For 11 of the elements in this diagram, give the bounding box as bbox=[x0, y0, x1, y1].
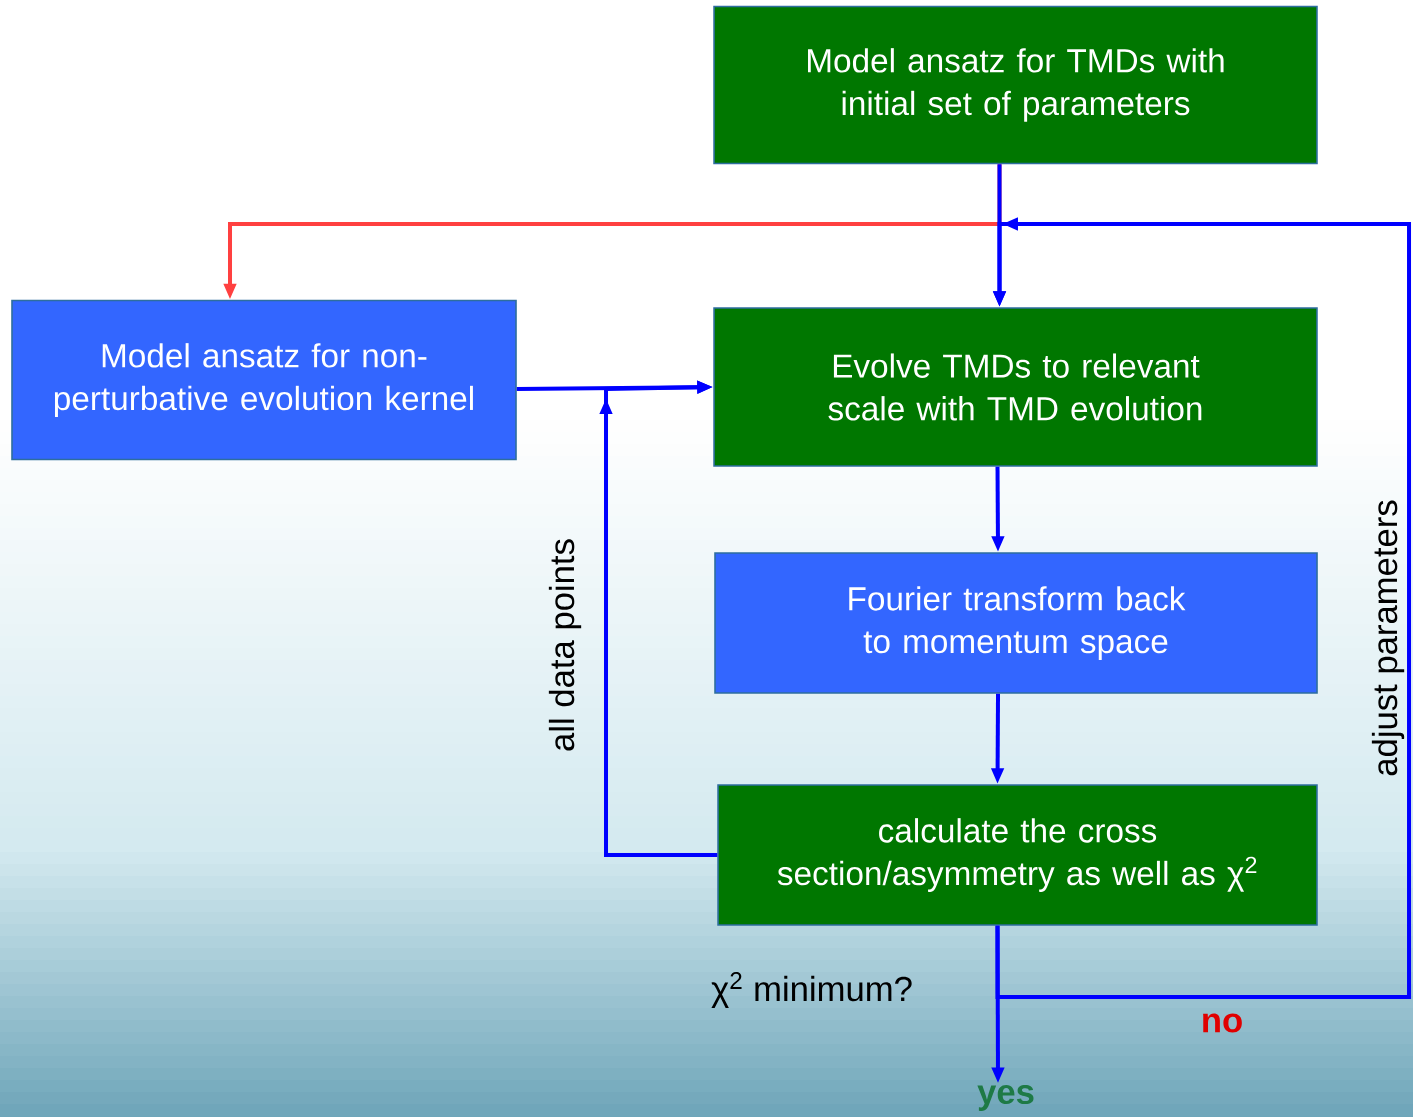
process-box: Fourier transform back to momentum space bbox=[714, 552, 1318, 694]
process-box: calculate the cross section/asymmetry as well as χ$^{2}$ bbox=[717, 784, 1318, 926]
process-box: Model ansatz for non-perturbative evolution kernel bbox=[11, 299, 517, 461]
outcome-label: yes bbox=[977, 1085, 1034, 1111]
arrow bbox=[599, 380, 718, 857]
edge-label: χ$^{2}$ minimum? bbox=[711, 971, 912, 1009]
loop-label: adjust parameters bbox=[1371, 500, 1405, 776]
edge-label: no bbox=[1203, 1013, 1242, 1033]
process-box: Evolve TMDs to relevant scale with TMD evolution bbox=[713, 307, 1318, 467]
process-box: Model ansatz for TMDs with initial set of parameters bbox=[713, 5, 1318, 165]
edge-label: all data points bbox=[548, 539, 582, 751]
